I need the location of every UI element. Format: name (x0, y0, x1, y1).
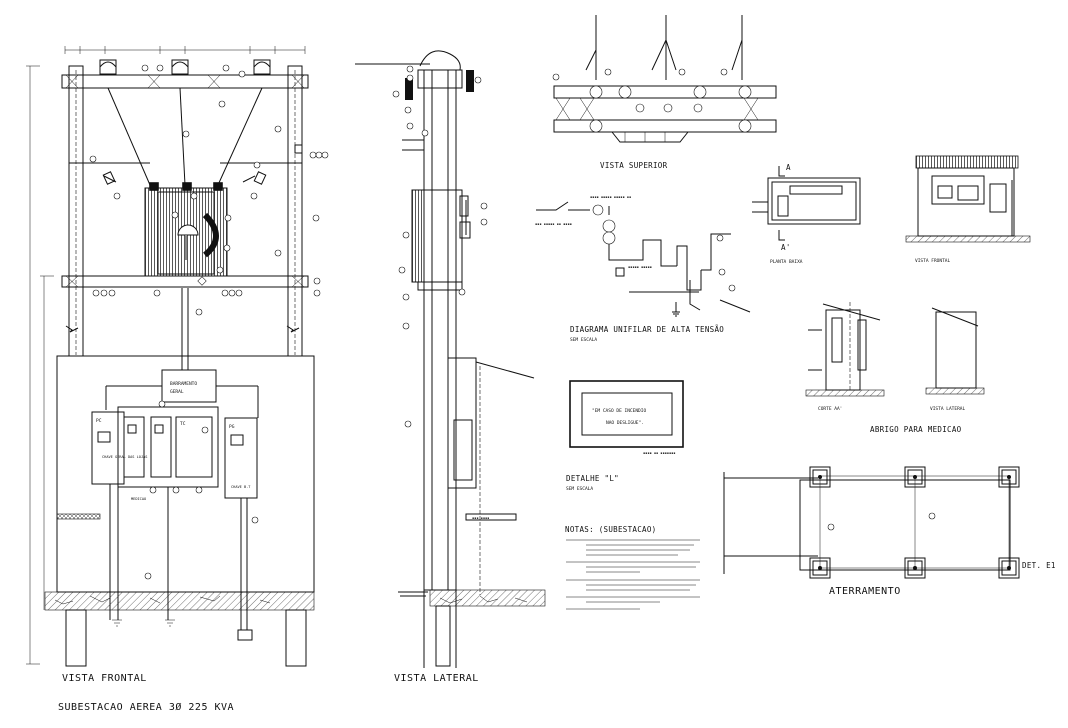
sign-line2: NAO DESLIGUE". (606, 420, 644, 426)
diagrama-unifilar: ▪▪▪▪ ▪▪▪▪▪ ▪▪▪▪▪ ▪▪ ▪▪▪ ▪▪▪▪▪ ▪▪ ▪▪▪▪ ▪▪… (535, 195, 751, 343)
section-mark-a: A (786, 163, 791, 172)
chave-geral-label: CHAVE GERAL DAS LOJAS (102, 455, 147, 459)
detalhe-scale: SEM ESCALA (566, 486, 593, 492)
corte-aa-view: CORTE AA' (805, 302, 885, 412)
main-title: SUBESTACAO AEREA 3Ø 225 KVA (58, 701, 234, 713)
notes-section: NOTAS: (SUBESTACAO) (565, 525, 700, 610)
planta-baixa-title: PLANTA BAIXA (770, 259, 803, 265)
diagrama-scale: SEM ESCALA (570, 337, 597, 343)
svg-text:▪▪▪▪ ▪▪▪▪▪ ▪▪▪▪▪ ▪▪: ▪▪▪▪ ▪▪▪▪▪ ▪▪▪▪▪ ▪▪ (590, 195, 631, 199)
vista-frontal-title: VISTA FRONTAL (62, 673, 147, 684)
aterramento-view: ATERRAMENTO DET. E1 (723, 466, 1056, 597)
notes-title: NOTAS: (SUBESTACAO) (565, 525, 657, 534)
abrigo-title: ABRIGO PARA MEDICAO (870, 425, 962, 434)
chave-bt-label: CHAVE B.T (231, 485, 251, 489)
barramento-label: BARRAMENTO (170, 381, 197, 387)
sign-line1: "EM CASO DE INCENDIO (592, 408, 646, 414)
svg-text:▪▪▪▪▪ ▪▪▪▪▪: ▪▪▪▪▪ ▪▪▪▪▪ (628, 265, 652, 269)
panel-tc-label: TC (180, 421, 186, 427)
vista-frontal-view: BARRAMENTO GERAL PC CHAVE GERAL DAS LOJA… (26, 46, 329, 684)
svg-text:▪▪▪ ▪▪▪▪: ▪▪▪ ▪▪▪▪ (472, 516, 489, 520)
vista-lateral-title: VISTA LATERAL (394, 673, 479, 684)
vista-superior-view: VISTA SUPERIOR (552, 15, 777, 170)
det-e1-label: DET. E1 (1022, 561, 1056, 570)
panel-pg-label: PG (229, 424, 235, 430)
detalhe-title: DETALHE "L" (566, 474, 619, 483)
medicao-label: MEDICAO (131, 497, 146, 501)
section-mark-a-prime: A' (781, 243, 791, 252)
vista-frontal-abrigo: VISTA FRONTAL (905, 155, 1031, 264)
vista-lateral-view: ▪▪▪ ▪▪▪▪ VISTA LATERAL (355, 50, 546, 684)
detalhe-l-view: "EM CASO DE INCENDIO NAO DESLIGUE". ▪▪▪▪… (566, 380, 684, 492)
aterramento-title: ATERRAMENTO (829, 586, 901, 597)
corte-title: CORTE AA' (818, 406, 842, 412)
planta-baixa-view: A A' PLANTA BAIXA (752, 163, 861, 265)
svg-text:▪▪▪▪ ▪▪ ▪▪▪▪▪▪▪: ▪▪▪▪ ▪▪ ▪▪▪▪▪▪▪ (643, 451, 675, 455)
vista-frontal-abrigo-title: VISTA FRONTAL (915, 258, 951, 264)
barramento-geral-label: GERAL (170, 389, 184, 395)
vista-superior-title: VISTA SUPERIOR (600, 161, 668, 170)
vista-lateral-abrigo: VISTA LATERAL (925, 307, 985, 412)
vista-lateral-abrigo-title: VISTA LATERAL (930, 406, 966, 412)
panel-pc-label: PC (96, 418, 102, 424)
diagrama-title: DIAGRAMA UNIFILAR DE ALTA TENSÃO (570, 325, 724, 334)
svg-text:▪▪▪ ▪▪▪▪▪ ▪▪ ▪▪▪▪: ▪▪▪ ▪▪▪▪▪ ▪▪ ▪▪▪▪ (535, 222, 572, 226)
